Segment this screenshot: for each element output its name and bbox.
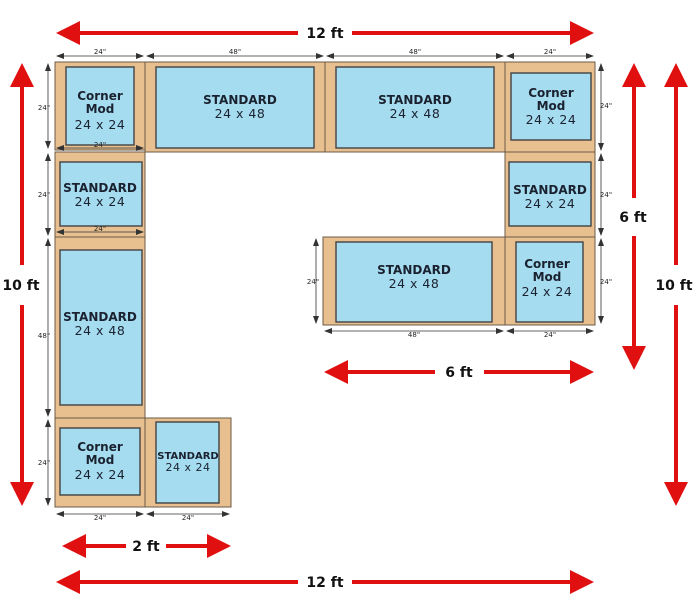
dimension-label: 24" — [600, 191, 612, 199]
module-standard-top-1: STANDARD 24 x 48 — [144, 61, 326, 153]
overall-dimension-label: 10 ft — [655, 278, 692, 294]
dimension-label: 24" — [182, 514, 194, 522]
overall-dimension-label: 6 ft — [445, 365, 473, 381]
arrow-vertical-6ft: 6 ft — [619, 63, 647, 370]
arrow-2ft: 2 ft — [62, 534, 231, 558]
dimension-label: 48" — [38, 332, 50, 340]
svg-text:STANDARD: STANDARD — [63, 181, 137, 195]
module-standard-right: STANDARD 24 x 24 — [504, 151, 596, 238]
overall-dimension-label: 12 ft — [306, 26, 343, 42]
svg-text:24 x 24: 24 x 24 — [166, 461, 211, 474]
svg-text:24 x 48: 24 x 48 — [389, 276, 440, 291]
arrow-bottom-12ft: 12 ft — [56, 570, 594, 594]
svg-text:Mod: Mod — [86, 102, 115, 116]
overall-dimension-label: 6 ft — [619, 210, 647, 226]
dimension-label: 24" — [94, 48, 106, 56]
overall-dimension-label: 10 ft — [2, 278, 39, 294]
arrow-right-10ft: 10 ft — [655, 63, 693, 506]
dimension-label: 24" — [94, 141, 106, 149]
svg-text:24 x 48: 24 x 48 — [215, 106, 266, 121]
module-standard-top-2: STANDARD 24 x 48 — [324, 61, 506, 153]
module-corner-bottom-left: Corner Mod 24 x 24 — [54, 417, 146, 508]
svg-text:Corner: Corner — [524, 257, 570, 271]
svg-text:24 x 24: 24 x 24 — [75, 467, 126, 482]
module-standard-bottom: STANDARD 24 x 24 — [144, 417, 232, 508]
svg-text:24 x 48: 24 x 48 — [390, 106, 441, 121]
dimension-label: 24" — [600, 102, 612, 110]
module-standard-left-1: STANDARD 24 x 24 — [54, 151, 146, 238]
dimension-label: 24" — [94, 514, 106, 522]
svg-text:24 x 48: 24 x 48 — [75, 323, 126, 338]
overall-dimension-label: 12 ft — [306, 575, 343, 591]
svg-text:Corner: Corner — [528, 86, 574, 100]
module-corner-top-right: Corner Mod 24 x 24 — [504, 61, 596, 153]
svg-text:24 x 24: 24 x 24 — [75, 117, 126, 132]
svg-text:Corner: Corner — [77, 89, 123, 103]
dimension-label: 48" — [409, 48, 421, 56]
arrow-top-12ft: 12 ft — [56, 21, 594, 45]
dimension-label: 24" — [544, 331, 556, 339]
arrow-left-10ft: 10 ft — [2, 63, 40, 506]
svg-text:STANDARD: STANDARD — [513, 183, 587, 197]
dimension-lines: 24" 48" 48" 24" 24" 24" 48" 24" 24" 24" … — [38, 48, 612, 522]
dimension-label: 24" — [38, 104, 50, 112]
dimension-label: 24" — [94, 225, 106, 233]
svg-text:STANDARD: STANDARD — [377, 263, 451, 277]
dimension-label: 48" — [408, 331, 420, 339]
dimension-label: 24" — [307, 278, 319, 286]
dimension-label: 24" — [38, 191, 50, 199]
svg-text:24 x 24: 24 x 24 — [522, 284, 573, 299]
module-standard-inner: STANDARD 24 x 48 — [322, 236, 506, 326]
svg-text:Corner: Corner — [77, 440, 123, 454]
arrow-horizontal-6ft: 6 ft — [324, 360, 594, 384]
module-corner-top-left: Corner Mod 24 x 24 — [54, 61, 146, 151]
svg-text:Mod: Mod — [537, 99, 566, 113]
svg-text:24 x 24: 24 x 24 — [526, 112, 577, 127]
svg-text:STANDARD: STANDARD — [63, 310, 137, 324]
module-standard-left-2: STANDARD 24 x 48 — [54, 236, 146, 419]
dimension-label: 24" — [600, 278, 612, 286]
module-corner-inner-right: Corner Mod 24 x 24 — [504, 236, 596, 326]
dimension-label: 48" — [229, 48, 241, 56]
svg-text:STANDARD: STANDARD — [378, 93, 452, 107]
svg-text:STANDARD: STANDARD — [157, 451, 218, 462]
svg-text:24 x 24: 24 x 24 — [75, 194, 126, 209]
svg-text:Mod: Mod — [86, 453, 115, 467]
dimension-label: 24" — [544, 48, 556, 56]
dimension-label: 24" — [38, 459, 50, 467]
overall-dimension-label: 2 ft — [132, 539, 160, 555]
svg-text:Mod: Mod — [533, 270, 562, 284]
svg-text:STANDARD: STANDARD — [203, 93, 277, 107]
svg-text:24 x 24: 24 x 24 — [525, 196, 576, 211]
